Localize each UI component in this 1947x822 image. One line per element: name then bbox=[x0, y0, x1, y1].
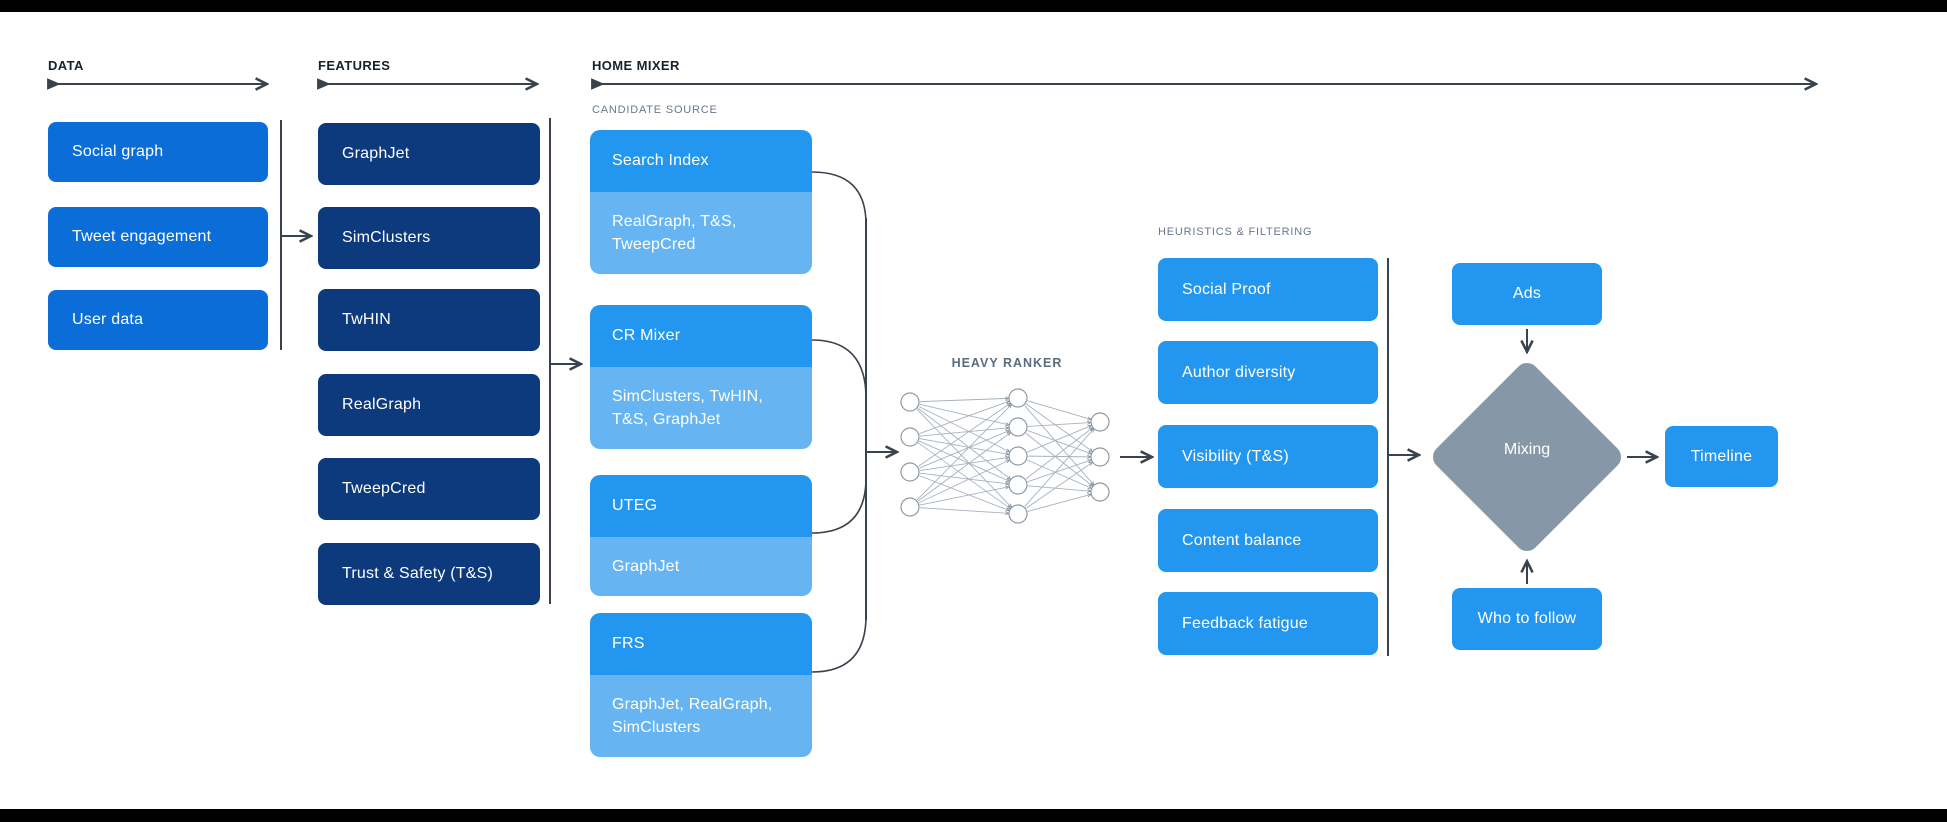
heuristic-box-label: Content balance bbox=[1182, 531, 1302, 549]
candidate-title: Search Index bbox=[590, 130, 812, 192]
candidate-subsources: RealGraph, T&S, TweepCred bbox=[590, 192, 812, 274]
data-box-label: Tweet engagement bbox=[72, 228, 212, 245]
neural-network-node bbox=[900, 497, 920, 517]
mixing-diamond bbox=[1432, 362, 1622, 552]
curve-uteg bbox=[811, 477, 867, 534]
candidate-title: FRS bbox=[590, 613, 812, 675]
heuristic-box-label: Feedback fatigue bbox=[1182, 614, 1308, 632]
curve-search-index bbox=[811, 171, 867, 225]
ads-box: Ads bbox=[1452, 263, 1602, 325]
feature-box-trust-safety: Trust & Safety (T&S) bbox=[318, 543, 540, 605]
curve-cr-mixer bbox=[811, 339, 867, 399]
neural-network-node bbox=[1008, 504, 1028, 524]
neural-network-node bbox=[1008, 446, 1028, 466]
data-box-tweet-engagement: Tweet engagement bbox=[48, 207, 268, 267]
candidate-group-frs: FRS GraphJet, RealGraph, SimClusters bbox=[590, 613, 812, 757]
feature-box-realgraph: RealGraph bbox=[318, 374, 540, 436]
feature-box-label: SimClusters bbox=[342, 229, 431, 246]
heuristic-box-content-balance: Content balance bbox=[1158, 509, 1378, 572]
candidate-group-search-index: Search Index RealGraph, T&S, TweepCred bbox=[590, 130, 812, 274]
heuristic-box-feedback-fatigue: Feedback fatigue bbox=[1158, 592, 1378, 655]
feature-box-simclusters: SimClusters bbox=[318, 207, 540, 269]
heuristic-box-label: Visibility (T&S) bbox=[1182, 447, 1289, 465]
candidate-subsources: GraphJet, RealGraph, SimClusters bbox=[590, 675, 812, 757]
heuristic-box-label: Author diversity bbox=[1182, 363, 1296, 381]
heuristic-box-label: Social Proof bbox=[1182, 280, 1271, 298]
neural-network-node bbox=[900, 427, 920, 447]
neural-network-node bbox=[900, 392, 920, 412]
data-box-label: User data bbox=[72, 311, 144, 328]
heuristic-box-social-proof: Social Proof bbox=[1158, 258, 1378, 321]
neural-network-node bbox=[900, 462, 920, 482]
candidate-merge-curves bbox=[811, 171, 867, 673]
neural-network-node bbox=[1090, 447, 1110, 467]
neural-network-node bbox=[1008, 417, 1028, 437]
mixing-label: Mixing bbox=[1503, 441, 1551, 458]
ads-label: Ads bbox=[1512, 285, 1542, 302]
heuristic-box-visibility: Visibility (T&S) bbox=[1158, 425, 1378, 488]
data-box-social-graph: Social graph bbox=[48, 122, 268, 182]
header-home-mixer: HOME MIXER bbox=[592, 58, 680, 73]
heuristic-box-author-diversity: Author diversity bbox=[1158, 341, 1378, 404]
header-data: DATA bbox=[48, 58, 84, 73]
data-box-user-data: User data bbox=[48, 290, 268, 350]
bottom-letterbox-bar bbox=[0, 809, 1947, 822]
feature-box-graphjet: GraphJet bbox=[318, 123, 540, 185]
neural-network-node bbox=[1090, 412, 1110, 432]
candidate-title: CR Mixer bbox=[590, 305, 812, 367]
who-to-follow-box: Who to follow bbox=[1452, 588, 1602, 650]
feature-box-label: TweepCred bbox=[342, 480, 426, 497]
heuristics-filtering-label: HEURISTICS & FILTERING bbox=[1158, 226, 1313, 238]
candidate-group-uteg: UTEG GraphJet bbox=[590, 475, 812, 596]
top-letterbox-bar bbox=[0, 0, 1947, 12]
data-box-label: Social graph bbox=[72, 143, 164, 160]
who-to-follow-label: Who to follow bbox=[1477, 610, 1577, 627]
neural-network-graphic bbox=[900, 388, 1110, 524]
feature-box-label: Trust & Safety (T&S) bbox=[342, 565, 493, 582]
bus-lines bbox=[280, 118, 1389, 656]
feature-box-label: TwHIN bbox=[342, 311, 391, 328]
feature-box-label: RealGraph bbox=[342, 396, 422, 413]
feature-box-label: GraphJet bbox=[342, 145, 410, 162]
feature-box-tweepcred: TweepCred bbox=[318, 458, 540, 520]
timeline-label: Timeline bbox=[1690, 447, 1753, 465]
candidate-title: UTEG bbox=[590, 475, 812, 537]
header-features: FEATURES bbox=[318, 58, 391, 73]
feature-box-twhin: TwHIN bbox=[318, 289, 540, 351]
candidate-subsources: GraphJet bbox=[590, 537, 812, 596]
candidate-source-label: CANDIDATE SOURCE bbox=[592, 104, 718, 116]
candidate-subsources: SimClusters, TwHIN, T&S, GraphJet bbox=[590, 367, 812, 449]
neural-network-node bbox=[1008, 388, 1028, 408]
neural-network-node bbox=[1090, 482, 1110, 502]
candidate-group-cr-mixer: CR Mixer SimClusters, TwHIN, T&S, GraphJ… bbox=[590, 305, 812, 449]
curve-frs bbox=[811, 615, 867, 673]
heavy-ranker-label: HEAVY RANKER bbox=[951, 356, 1063, 370]
flow-arrows bbox=[281, 236, 1656, 584]
neural-network-node bbox=[1008, 475, 1028, 495]
timeline-box: Timeline bbox=[1665, 426, 1778, 487]
